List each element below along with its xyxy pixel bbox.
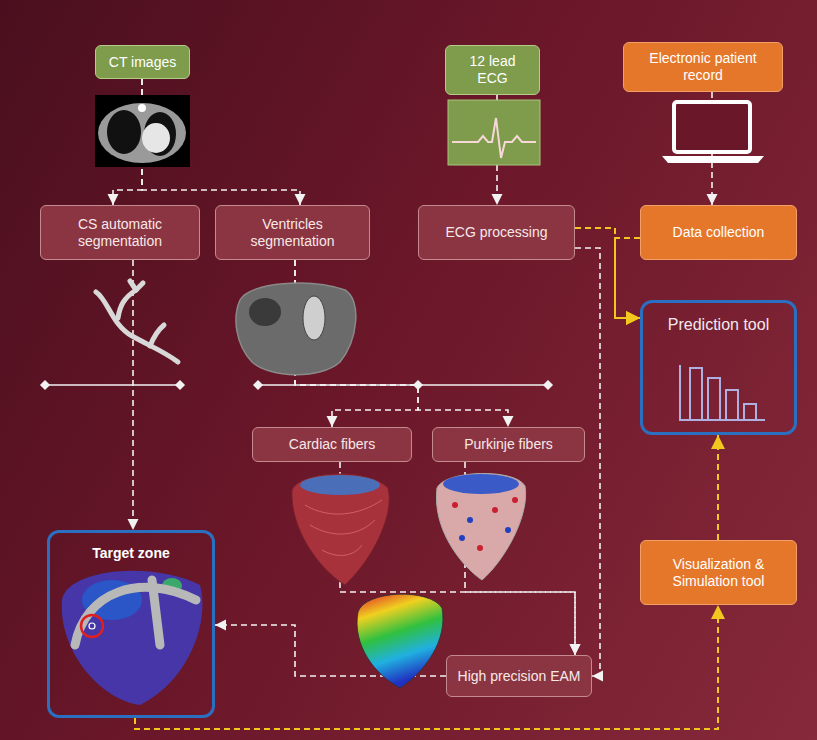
ecg-icon: [448, 100, 540, 165]
box-label: ECG processing: [427, 224, 566, 241]
process-box: CS automatic segmentation: [40, 205, 200, 260]
source-box: Electronic patient record: [623, 42, 783, 92]
vessel: [96, 292, 178, 362]
box-label: CS automatic segmentation: [49, 216, 191, 250]
flow-connector: [615, 238, 640, 318]
laptop-base: [662, 156, 764, 163]
flow-connector: [575, 248, 600, 676]
box-label: Purkinje fibers: [441, 436, 576, 453]
box-label: Target zone: [58, 545, 204, 562]
process-box: Ventricles segmentation: [215, 205, 370, 260]
vessel: [118, 290, 136, 318]
text-holder: CT images: [104, 54, 181, 71]
ventricles-model: [236, 283, 356, 375]
bracket: [41, 381, 552, 389]
purkinje-network: [452, 497, 518, 551]
ct-spine: [138, 104, 146, 112]
bracket-end: [176, 381, 184, 389]
chart-bar: [690, 368, 702, 420]
process-box: High precision EAM: [446, 655, 592, 697]
purkinje-dot: [512, 497, 518, 503]
ct-lung: [107, 110, 141, 154]
box-label: 12 lead ECG: [454, 53, 531, 87]
purkinje-dot: [505, 527, 511, 533]
box-label: CT images: [104, 54, 181, 71]
box-label: Ventricles segmentation: [224, 216, 361, 250]
ct-heart: [142, 123, 170, 153]
ct-scan-image: [95, 95, 190, 167]
flow-connector: [132, 260, 134, 530]
laptop-icon: [674, 102, 750, 152]
text-holder: Prediction tool: [651, 315, 786, 334]
bracket-end: [254, 381, 262, 389]
target-marker: [81, 615, 103, 637]
process-box: ECG processing: [418, 205, 575, 260]
ct-body: [98, 103, 186, 163]
target-heart: [62, 571, 203, 705]
input-box: CT images: [95, 45, 190, 79]
chart-bar: [708, 378, 720, 420]
eam-map: [357, 594, 443, 688]
text-holder: Cardiac fibers: [261, 436, 403, 453]
chart-bar: [744, 404, 756, 420]
ventricle-valve: [303, 296, 325, 340]
purkinje-dot: [467, 517, 473, 523]
process-box: Cardiac fibers: [252, 427, 412, 462]
text-holder: High precision EAM: [455, 668, 583, 685]
ecg-trace: [452, 118, 536, 158]
chart-bar: [726, 390, 738, 420]
bracket-line: [258, 384, 548, 386]
ventricle-cavity: [249, 298, 281, 326]
coronary-sinus: [75, 580, 196, 645]
text-holder: ECG processing: [427, 224, 566, 241]
input-box: 12 lead ECG: [445, 45, 540, 95]
cardiac-fibers-model: [292, 474, 389, 585]
output-panel: Prediction tool: [640, 300, 797, 435]
text-holder: CS automatic segmentation: [49, 216, 191, 250]
bracket-end: [414, 381, 422, 389]
text-holder: Electronic patient record: [632, 50, 774, 84]
box-label: High precision EAM: [455, 668, 583, 685]
target-point: [89, 623, 95, 629]
bracket-line: [45, 384, 180, 386]
purkinje-dot: [459, 535, 465, 541]
flow-connector: [717, 435, 719, 540]
output-panel: Target zone: [47, 530, 215, 718]
tool-box: Visualization & Simulation tool: [640, 540, 797, 605]
process-box: Data collection: [640, 205, 797, 260]
chart-axis: [680, 365, 765, 420]
text-holder: Ventricles segmentation: [224, 216, 361, 250]
purkinje-dot: [492, 507, 498, 513]
heart-base: [300, 475, 380, 495]
vessel: [150, 325, 164, 346]
flow-connector: [575, 228, 640, 318]
purkinje-model: [436, 473, 525, 580]
heart-base: [443, 474, 519, 494]
bracket-end: [544, 381, 552, 389]
text-holder: 12 lead ECG: [454, 53, 531, 87]
box-label: Data collection: [649, 224, 788, 241]
box-label: Visualization & Simulation tool: [649, 556, 788, 590]
text-holder: Data collection: [649, 224, 788, 241]
box-label: Electronic patient record: [632, 50, 774, 84]
bracket-end: [41, 381, 49, 389]
text-holder: Visualization & Simulation tool: [649, 556, 788, 590]
box-label: Cardiac fibers: [261, 436, 403, 453]
purkinje-dot: [477, 545, 483, 551]
box-label: Prediction tool: [651, 315, 786, 334]
text-holder: Target zone: [58, 545, 204, 562]
vessel: [130, 281, 136, 290]
process-box: Purkinje fibers: [432, 427, 585, 462]
purkinje-dot: [452, 502, 458, 508]
text-holder: Purkinje fibers: [441, 436, 576, 453]
fiber-lines: [305, 500, 382, 555]
coronary-sinus-model: [96, 281, 178, 362]
